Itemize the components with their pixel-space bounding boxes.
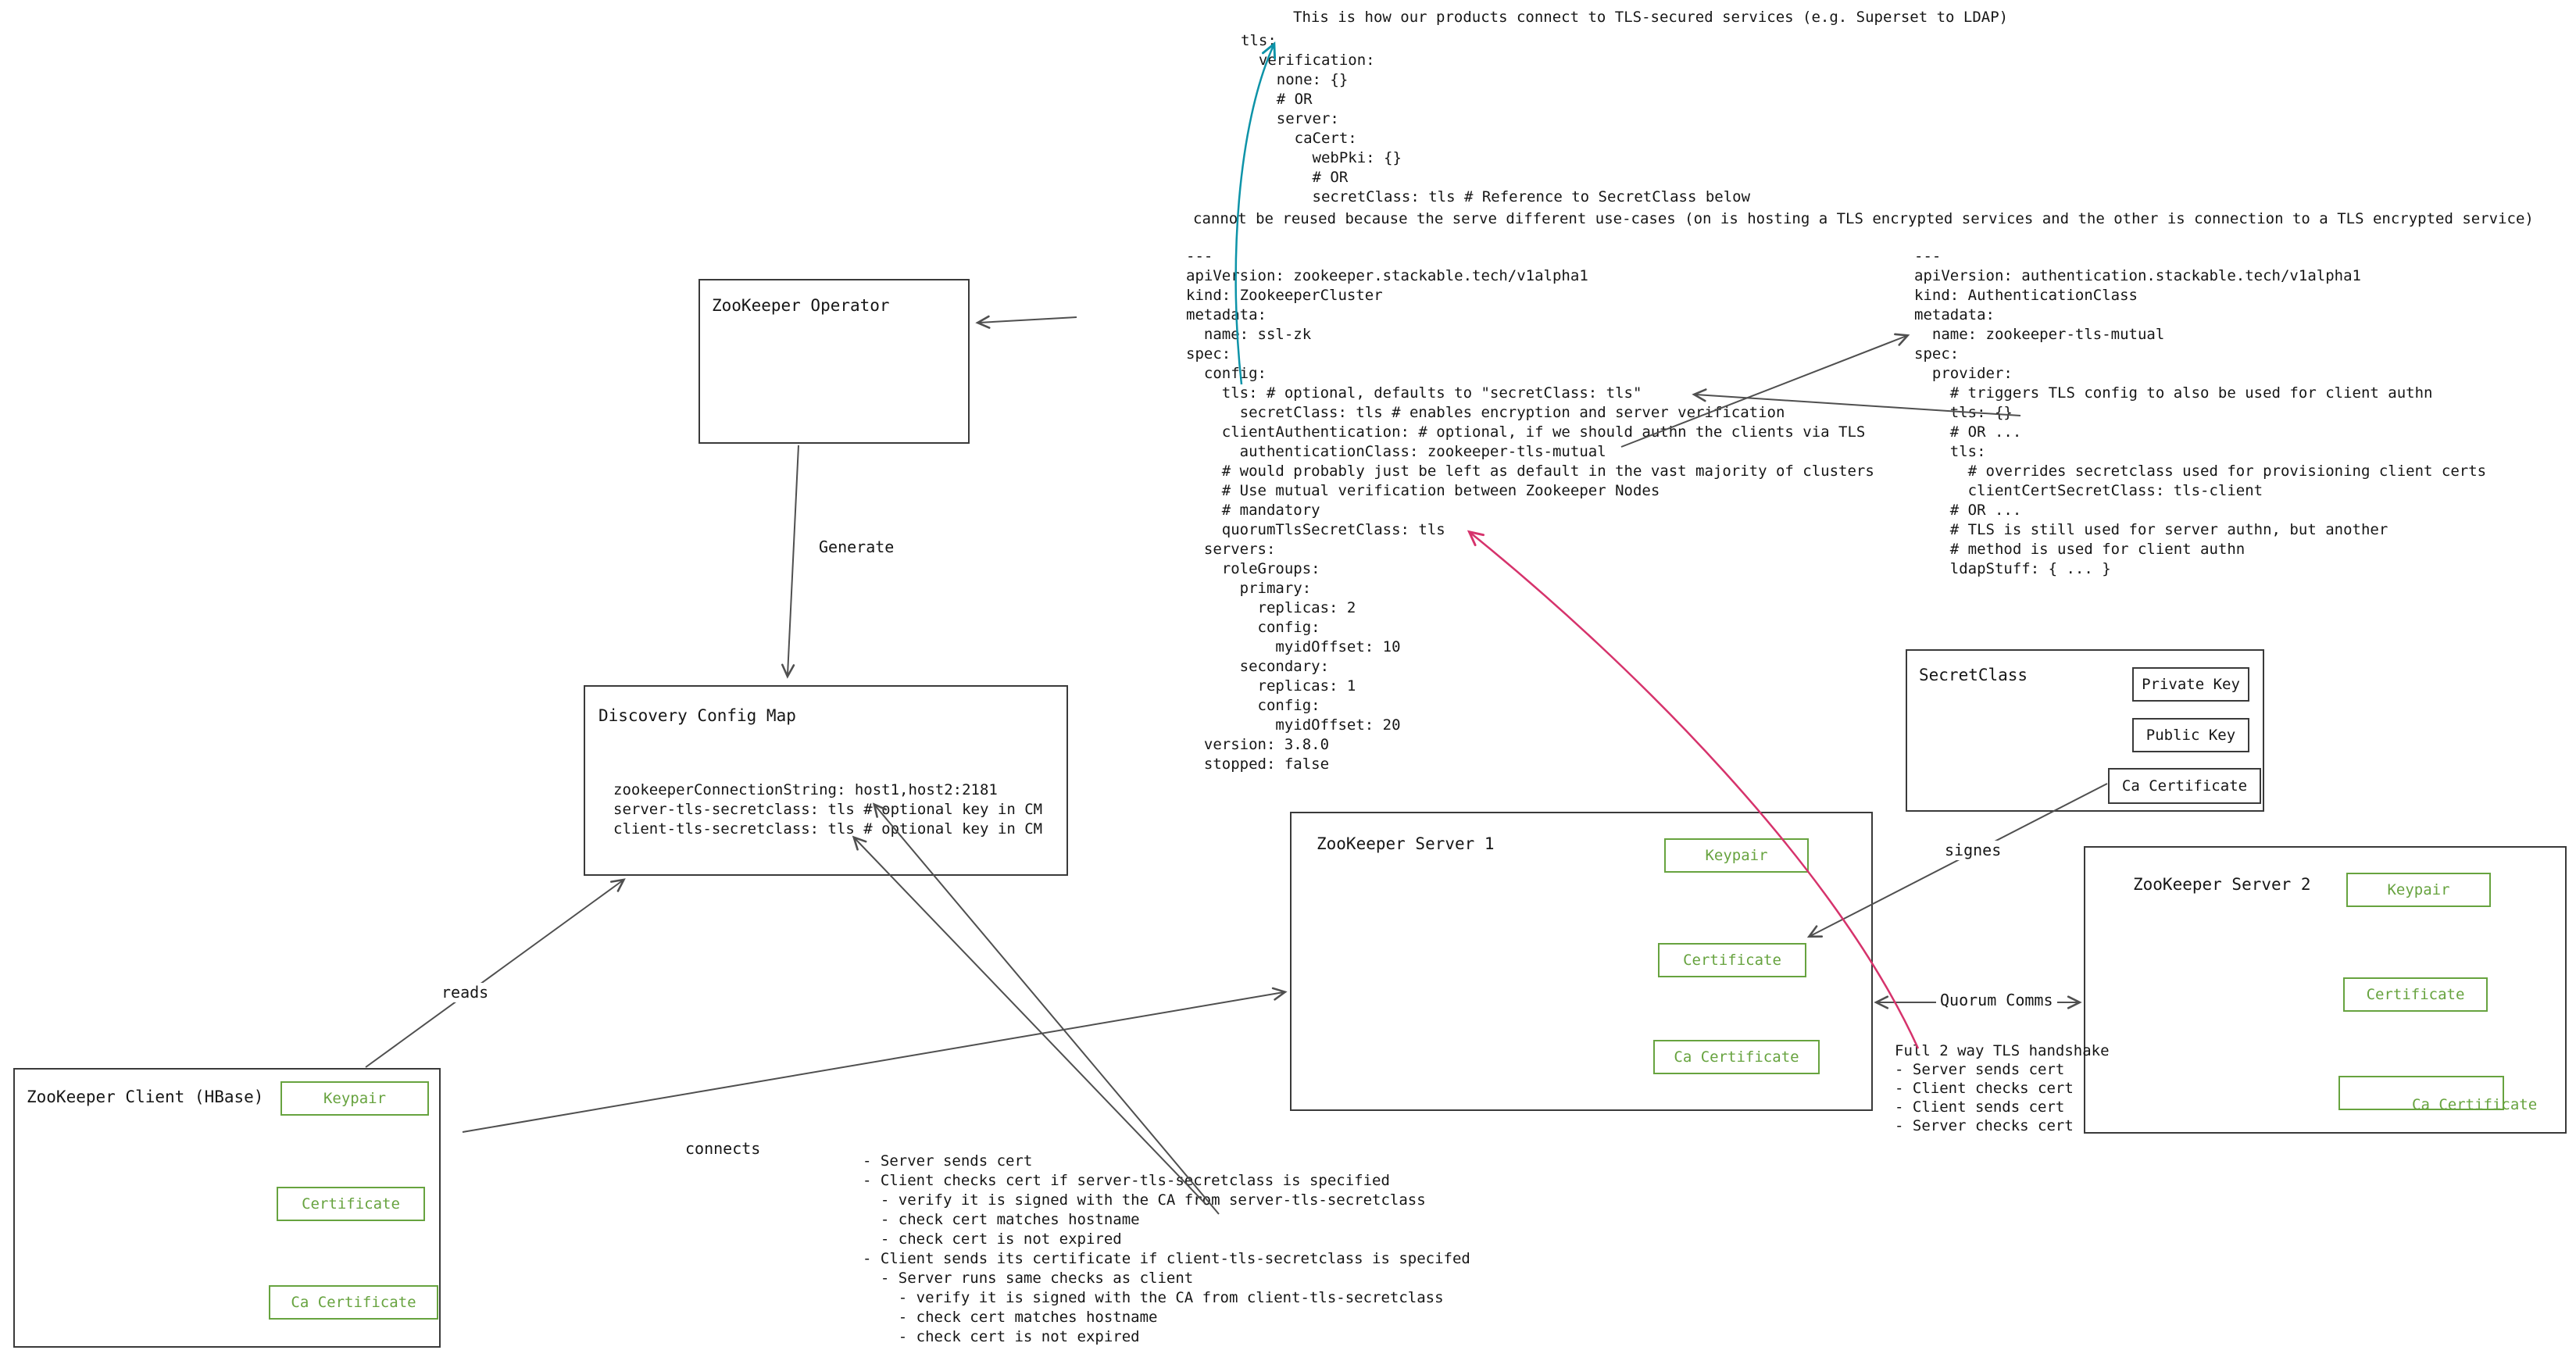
server2-certificate-chip: Certificate [2343, 977, 2488, 1012]
zookeeper-client-box: ZooKeeper Client (HBase) Keypair Certifi… [13, 1068, 441, 1348]
arrow-reads [365, 878, 626, 1068]
handshake-note: Full 2 way TLS handshake - Server sends … [1895, 1042, 2110, 1134]
server1-certificate-chip: Certificate [1658, 943, 1806, 977]
zookeeper-server2-label: ZooKeeper Server 2 [2133, 875, 2311, 894]
secretclass-private-key-chip: Private Key [2132, 667, 2249, 702]
client-certificate-chip: Certificate [277, 1187, 425, 1221]
tls-checks-note: - Server sends cert - Client checks cert… [863, 1152, 1470, 1345]
edge-label-signes: signes [1941, 841, 2006, 860]
reuse-note: cannot be reused because the serve diffe… [1193, 210, 2534, 227]
diagram-title: This is how our products connect to TLS-… [1293, 9, 2009, 26]
server2-ca-certificate-chip [2338, 1076, 2504, 1110]
secretclass-ca-certificate-chip: Ca Certificate [2108, 768, 2261, 804]
server1-ca-certificate-chip: Ca Certificate [1653, 1040, 1820, 1074]
edge-label-reads: reads [438, 983, 493, 1002]
arrow-generate [781, 445, 799, 679]
server2-keypair-chip: Keypair [2346, 873, 2491, 907]
discovery-config-map-box: Discovery Config Map zookeeperConnection… [584, 685, 1068, 876]
arrow-check-to-client-secretclass [852, 835, 1206, 1205]
zookeeper-server2-box: ZooKeeper Server 2 Keypair Certificate C… [2084, 846, 2567, 1134]
server1-keypair-chip: Keypair [1664, 838, 1809, 873]
secretclass-label: SecretClass [1919, 666, 2028, 684]
discovery-config-map-label: Discovery Config Map [598, 706, 796, 725]
client-keypair-chip: Keypair [280, 1081, 429, 1116]
arrow-connects [462, 987, 1288, 1133]
zookeeper-server1-box: ZooKeeper Server 1 Keypair Certificate C… [1290, 812, 1873, 1111]
tls-verification-yaml: tls: verification: none: {} # OR server:… [1241, 32, 1751, 205]
authentication-class-yaml: --- apiVersion: authentication.stackable… [1914, 248, 2487, 577]
discovery-config-map-entries: zookeeperConnectionString: host1,host2:2… [613, 781, 1043, 838]
zookeeper-operator-label: ZooKeeper Operator [712, 296, 890, 315]
zookeeper-cluster-yaml: --- apiVersion: zookeeper.stackable.tech… [1186, 248, 1874, 773]
secretclass-public-key-chip: Public Key [2132, 718, 2249, 752]
edge-label-connects: connects [681, 1139, 765, 1159]
zookeeper-server1-label: ZooKeeper Server 1 [1317, 834, 1495, 853]
secretclass-box: SecretClass Private Key Public Key Ca Ce… [1906, 649, 2264, 812]
server2-ca-certificate-label: Ca Certificate [2412, 1096, 2538, 1113]
zookeeper-client-label: ZooKeeper Client (HBase) [27, 1088, 264, 1106]
zookeeper-operator-box: ZooKeeper Operator [698, 279, 970, 444]
edge-label-quorum-comms: Quorum Comms [1936, 991, 2057, 1010]
edge-label-generate: Generate [815, 538, 899, 557]
arrow-yaml-to-operator [975, 315, 1077, 329]
client-ca-certificate-chip: Ca Certificate [269, 1285, 438, 1320]
